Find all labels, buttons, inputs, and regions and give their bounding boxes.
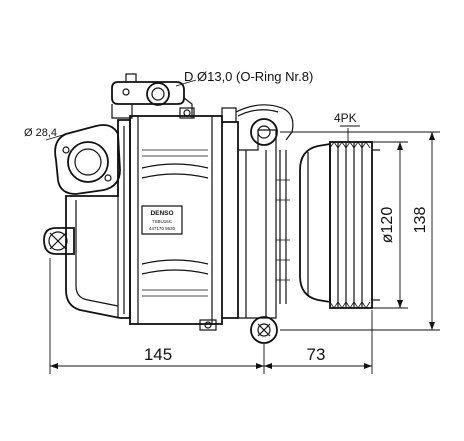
body-length-value: 145 xyxy=(144,345,172,364)
pulley xyxy=(299,141,380,309)
front-housing xyxy=(221,104,294,319)
suction-port-label: Ø 28,4 xyxy=(24,127,57,139)
pulley-length-value: 73 xyxy=(307,345,326,364)
discharge-port-fitting xyxy=(111,73,193,119)
nameplate-line1: 7SBU16C xyxy=(152,219,173,224)
nameplate-brand: DENSO xyxy=(150,210,173,217)
dimension-lengths xyxy=(49,258,373,374)
main-body xyxy=(129,107,223,331)
dimension-pulley-diameter xyxy=(372,141,408,309)
nameplate-line2: 447170 9630 xyxy=(149,226,176,231)
bottom-front-mounting-eye xyxy=(250,316,278,344)
pulley-groove-label: 4PK xyxy=(334,111,357,125)
dimension-overall-height xyxy=(280,131,440,331)
nameplate: DENSO 7SBU16C 447170 9630 xyxy=(141,205,183,235)
annotation-leaders xyxy=(175,79,360,142)
left-mounting-ear xyxy=(43,227,75,255)
discharge-port-label: D Ø13,0 (O-Ring Nr.8) xyxy=(184,69,313,84)
top-front-mounting-eye xyxy=(250,118,278,146)
pulley-diameter-value: ø120 xyxy=(379,207,396,244)
overall-height-value: 138 xyxy=(412,207,429,234)
suction-port-fitting xyxy=(45,124,121,195)
rear-housing xyxy=(65,119,131,319)
